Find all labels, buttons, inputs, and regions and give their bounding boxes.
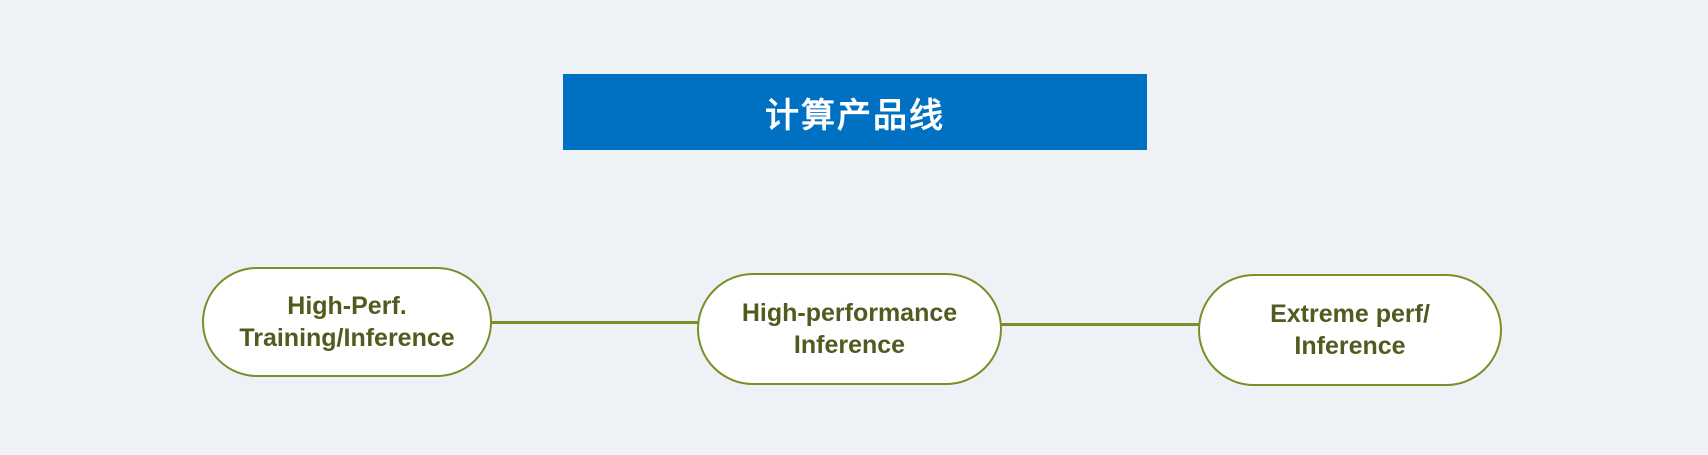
node-label-line1: Extreme perf/ (1270, 300, 1430, 328)
node-label-line2: Training/Inference (239, 324, 455, 352)
node-label-line1: High-Perf. (287, 292, 407, 320)
connector-node2-node3 (1000, 323, 1200, 326)
header-banner: 计算产品线 (563, 74, 1147, 150)
node-label-line1: High-performance (741, 299, 958, 327)
node-label-line2: Inference (793, 331, 906, 359)
connector-node1-node2 (490, 321, 699, 324)
node-label-line2: Inference (1294, 332, 1406, 360)
node-extreme-perf-inference: Extreme perf/ Inference (1198, 274, 1502, 386)
node-high-performance-inference: High-performance Inference (697, 273, 1002, 385)
header-title: 计算产品线 (765, 96, 945, 135)
node-high-perf-training-inference: High-Perf. Training/Inference (202, 267, 492, 377)
